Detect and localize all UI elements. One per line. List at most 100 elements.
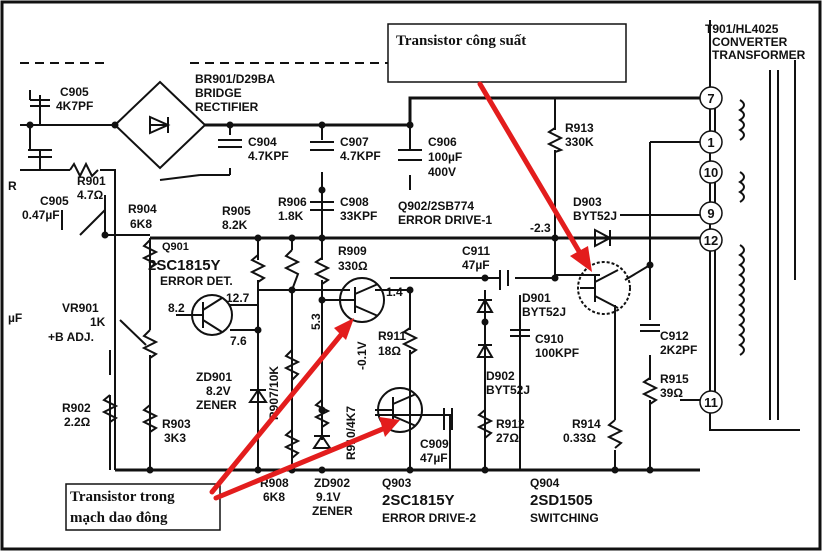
c912-value: 2K2PF: [660, 343, 697, 357]
c908-value: 33KPF: [340, 209, 377, 223]
r902-resistor: [101, 394, 119, 423]
zd902-value: 9.1V: [316, 490, 341, 504]
d902-value: BYT52J: [486, 383, 530, 397]
vr901-value: 1K: [90, 315, 106, 329]
r906-resistor: [283, 249, 301, 291]
d901-name: D901: [522, 291, 551, 305]
r908-resistor: [283, 429, 301, 459]
r905-resistor: [249, 254, 267, 283]
pin-10-circle: [699, 160, 723, 184]
node-127: 12.7: [226, 291, 250, 305]
r901-value: 4.7Ω: [77, 188, 104, 202]
r909-name: R909: [338, 244, 367, 258]
wiring: [20, 20, 800, 472]
r915-name: R915: [660, 372, 689, 386]
zd901-type: ZENER: [196, 398, 237, 412]
arrow-to-q904-head: [570, 246, 592, 272]
r906-value: 1.8K: [278, 209, 304, 223]
annotation-power: Transistor công suất: [387, 23, 627, 83]
r901-name: R901: [77, 174, 106, 188]
c909-name: C909: [420, 437, 449, 451]
pin-9-label: 9: [707, 206, 714, 221]
q902-name: Q902/2SB774: [398, 199, 474, 213]
q901-role: ERROR DET.: [160, 274, 233, 288]
oscillator-label-line1: Transistor trong: [70, 489, 175, 505]
c910-value: 100KPF: [535, 346, 579, 360]
pin-7-circle: [699, 86, 723, 110]
c911-name: C911: [462, 244, 490, 258]
node-14: 1.4: [386, 285, 403, 299]
c911-value: 47µF: [462, 258, 490, 272]
r911-name: R911: [378, 329, 406, 343]
c907-name: C907: [340, 135, 369, 149]
oscillator-label-line2: mạch dao đông: [70, 510, 168, 526]
transformer-coil-mid: [738, 171, 745, 203]
c905a-name: C905: [60, 85, 89, 99]
vr901-role: +B ADJ.: [48, 330, 94, 344]
r914-value: 0.33Ω: [563, 431, 596, 445]
br901-line2: BRIDGE: [195, 86, 242, 100]
r915-value: 39Ω: [660, 386, 683, 400]
r902-value: 2.2Ω: [64, 415, 91, 429]
labels: T901/HL4025 CONVERTER TRANSFORMER C905 4…: [8, 22, 806, 525]
c904-value: 4.7KPF: [248, 149, 289, 163]
q903-type: 2SC1815Y: [382, 492, 455, 509]
node-53: 5.3: [309, 313, 323, 330]
q901-type: 2SC1815Y: [148, 257, 221, 274]
components: [28, 70, 779, 459]
q901-name: Q901: [162, 241, 189, 253]
red-arrows: [209, 81, 592, 501]
node-m01: -0.1V: [355, 341, 369, 370]
d903-diode: [594, 228, 613, 248]
arrow-to-q903: [213, 425, 388, 501]
q903-role: ERROR DRIVE-2: [382, 511, 476, 525]
c905-top-capacitor: [30, 99, 50, 107]
r-left-label: R: [8, 179, 17, 193]
d902-diode: [476, 343, 494, 358]
r906-name: R906: [278, 195, 307, 209]
transformer-coil-bottom: [738, 244, 745, 356]
c908-capacitor: [310, 201, 334, 211]
oscillator-box: [65, 483, 221, 531]
r904-name: R904: [128, 202, 157, 216]
r905-value: 8.2K: [222, 218, 248, 232]
zd901-value: 8.2V: [206, 384, 231, 398]
transformer-coil-top: [738, 99, 745, 141]
c904-capacitor: [218, 139, 242, 148]
r913-name: R913: [565, 121, 594, 135]
q903-name: Q903: [382, 476, 412, 490]
r903-resistor: [141, 404, 159, 433]
q904-type: 2SD1505: [530, 492, 593, 509]
d902-name: D902: [486, 369, 515, 383]
pin-11-label: 11: [704, 395, 718, 410]
c906-value: 100µF: [428, 150, 462, 164]
c908-name: C908: [340, 195, 369, 209]
c906-name: C906: [428, 135, 457, 149]
pin-11-circle: [699, 390, 723, 414]
arrow-to-q904: [477, 81, 586, 261]
r908-name: R908: [260, 476, 289, 490]
c906-volt: 400V: [428, 165, 456, 179]
c905a-value: 4K7PF: [56, 99, 93, 113]
c909-capacitor: [443, 408, 453, 430]
junction-dots: [26, 121, 654, 474]
r901-resistor: [69, 161, 99, 179]
transformer-title-3: TRANSFORMER: [712, 48, 806, 62]
r914-name: R914: [572, 417, 601, 431]
transformer-core: [769, 70, 779, 420]
r903-value: 3K3: [164, 431, 186, 445]
r908-value: 6K8: [263, 490, 285, 504]
c907-capacitor: [310, 141, 334, 151]
r907-resistor: [283, 349, 301, 381]
arrow-to-q902-head: [334, 318, 354, 340]
pin-12-label: 12: [704, 233, 718, 248]
r912-resistor: [476, 409, 494, 439]
r909-resistor: [313, 257, 331, 285]
r912-value: 27Ω: [496, 431, 519, 445]
pin-10-label: 10: [704, 165, 718, 180]
r905-name: R905: [222, 204, 251, 218]
transformer-title-2: CONVERTER: [712, 35, 788, 49]
r903-name: R903: [162, 417, 191, 431]
r914-resistor: [606, 419, 624, 449]
r911-value: 18Ω: [378, 344, 401, 358]
